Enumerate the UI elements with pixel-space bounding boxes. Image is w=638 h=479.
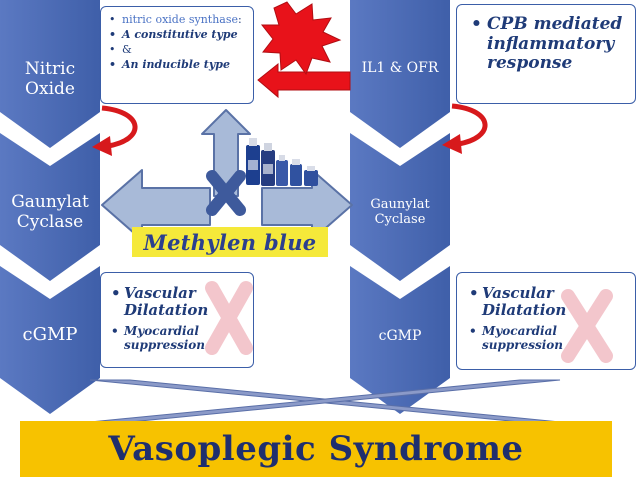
left-step-nitric-oxide: Nitric Oxide <box>24 59 76 99</box>
nos-text: nitric oxide synthase <box>122 13 239 26</box>
right-bottom-card: Vascular Dilatation Myocardial suppressi… <box>456 272 636 370</box>
left-top-item: nitric oxide synthase: <box>109 13 247 28</box>
right-chevron-1 <box>350 0 450 148</box>
crossed-bars <box>89 379 561 423</box>
red-arrow-icon <box>257 62 351 99</box>
right-top-card: CPB mediated inflammatory response <box>456 4 636 104</box>
left-bottom-item: Myocardial suppression <box>111 324 247 353</box>
right-bottom-item: Myocardial suppression <box>469 324 629 353</box>
curved-arrow-head-icon <box>442 134 462 154</box>
nos-suffix: : <box>238 13 242 26</box>
banner-title: Vasoplegic Syndrome <box>108 429 524 469</box>
left-top-item: A constitutive type <box>109 28 247 43</box>
x-mark-icon <box>206 170 246 216</box>
right-step-gaunylat-cyclase: Gaunylat Cyclase <box>370 197 430 227</box>
curved-arrow-head-icon <box>92 136 112 156</box>
left-chevron-2 <box>0 133 100 281</box>
banner: Vasoplegic Syndrome <box>20 421 612 477</box>
left-chevron-3 <box>0 266 100 414</box>
left-chevron-1 <box>0 0 100 148</box>
right-bottom-item: Vascular Dilatation <box>469 285 629 318</box>
vials-icon <box>246 138 318 186</box>
right-chevron-3 <box>350 266 450 414</box>
left-bottom-card: Vascular Dilatation Myocardial suppressi… <box>100 272 254 368</box>
left-top-card: nitric oxide synthase: A constitutive ty… <box>100 6 254 104</box>
starburst-icon <box>260 1 342 76</box>
right-step-il1-ofr: IL1 & OFR <box>361 60 439 76</box>
left-bottom-item: Vascular Dilatation <box>111 285 247 318</box>
left-top-item: & <box>109 43 247 58</box>
drug-label-box: Methylen blue <box>132 227 328 257</box>
right-step-cgmp: cGMP <box>378 328 422 344</box>
drug-label: Methylen blue <box>143 229 317 255</box>
left-step-gaunylat-cyclase: Gaunylat Cyclase <box>11 192 89 232</box>
right-chevron-2 <box>350 133 450 281</box>
curved-arrow-icon <box>101 105 138 149</box>
left-top-item: An inducible type <box>109 58 247 73</box>
curved-arrow-icon <box>451 103 488 147</box>
left-step-cgmp: cGMP <box>22 324 78 345</box>
right-top-item: CPB mediated inflammatory response <box>471 14 629 74</box>
